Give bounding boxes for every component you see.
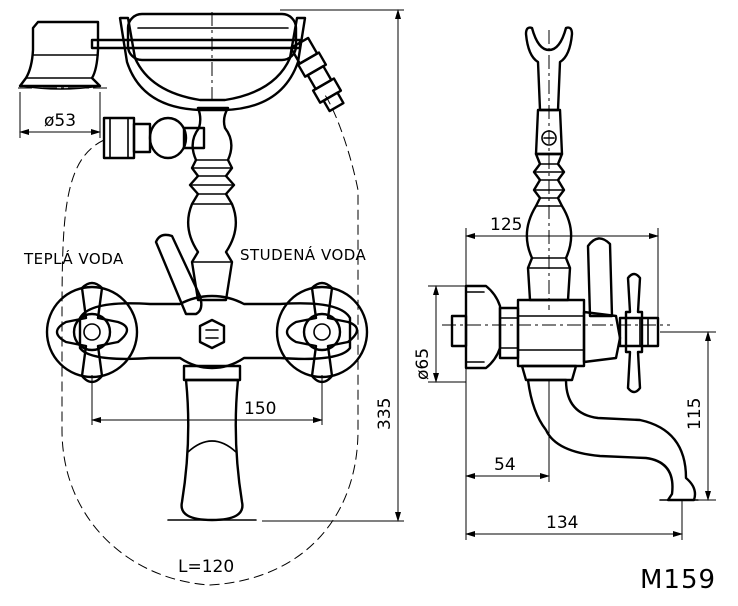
dim-150-label: 150 [244, 399, 276, 419]
cold-cross-handle [275, 281, 369, 384]
dim-spout-reach: 134 [465, 500, 683, 540]
dim-total-height: 335 [262, 9, 404, 522]
side-lever [586, 237, 614, 318]
cold-water-label: STUDENÁ VODA [240, 245, 367, 264]
cradle [90, 12, 307, 112]
base-spout [167, 364, 257, 522]
hot-cross-handle [45, 281, 139, 384]
length-label: L=120 [178, 557, 234, 577]
center-hex-nut [198, 318, 226, 350]
side-spout [520, 364, 699, 502]
front-view: ø53 150 335 TEPLÁ VODA STUDENÁ VODA L=12… [18, 9, 404, 586]
wall-flange [450, 284, 622, 370]
hose-path-left [61, 94, 359, 586]
dim-65-label: ø65 [413, 348, 433, 380]
dim-115-label: 115 [685, 398, 705, 430]
hand-shower-head [18, 20, 102, 90]
mixer-body [78, 294, 352, 370]
side-cross-handle [618, 272, 660, 394]
dim-wall-to-spout: 54 [465, 368, 550, 540]
dim-spout-height: 115 [660, 331, 716, 501]
dim-125-label: 125 [490, 215, 522, 235]
dim-335-label: 335 [375, 398, 395, 430]
dim-flange-diameter: ø65 [413, 285, 466, 383]
shower-holder [524, 26, 574, 302]
dim-134-label: 134 [546, 513, 578, 533]
side-view: 125 ø65 54 115 134 [413, 26, 716, 540]
turned-column [186, 106, 238, 302]
diverter-knob [102, 116, 206, 160]
dim-53-label: ø53 [44, 111, 76, 131]
dim-handle-spacing: 150 [91, 375, 323, 425]
dim-side-depth: 125 [465, 215, 659, 318]
hose-coupler [289, 36, 345, 113]
hot-water-label: TEPLÁ VODA [23, 249, 124, 268]
dim-54-label: 54 [494, 455, 516, 475]
model-number: M159 [640, 565, 716, 595]
dim-hand-shower: ø53 [19, 92, 101, 138]
